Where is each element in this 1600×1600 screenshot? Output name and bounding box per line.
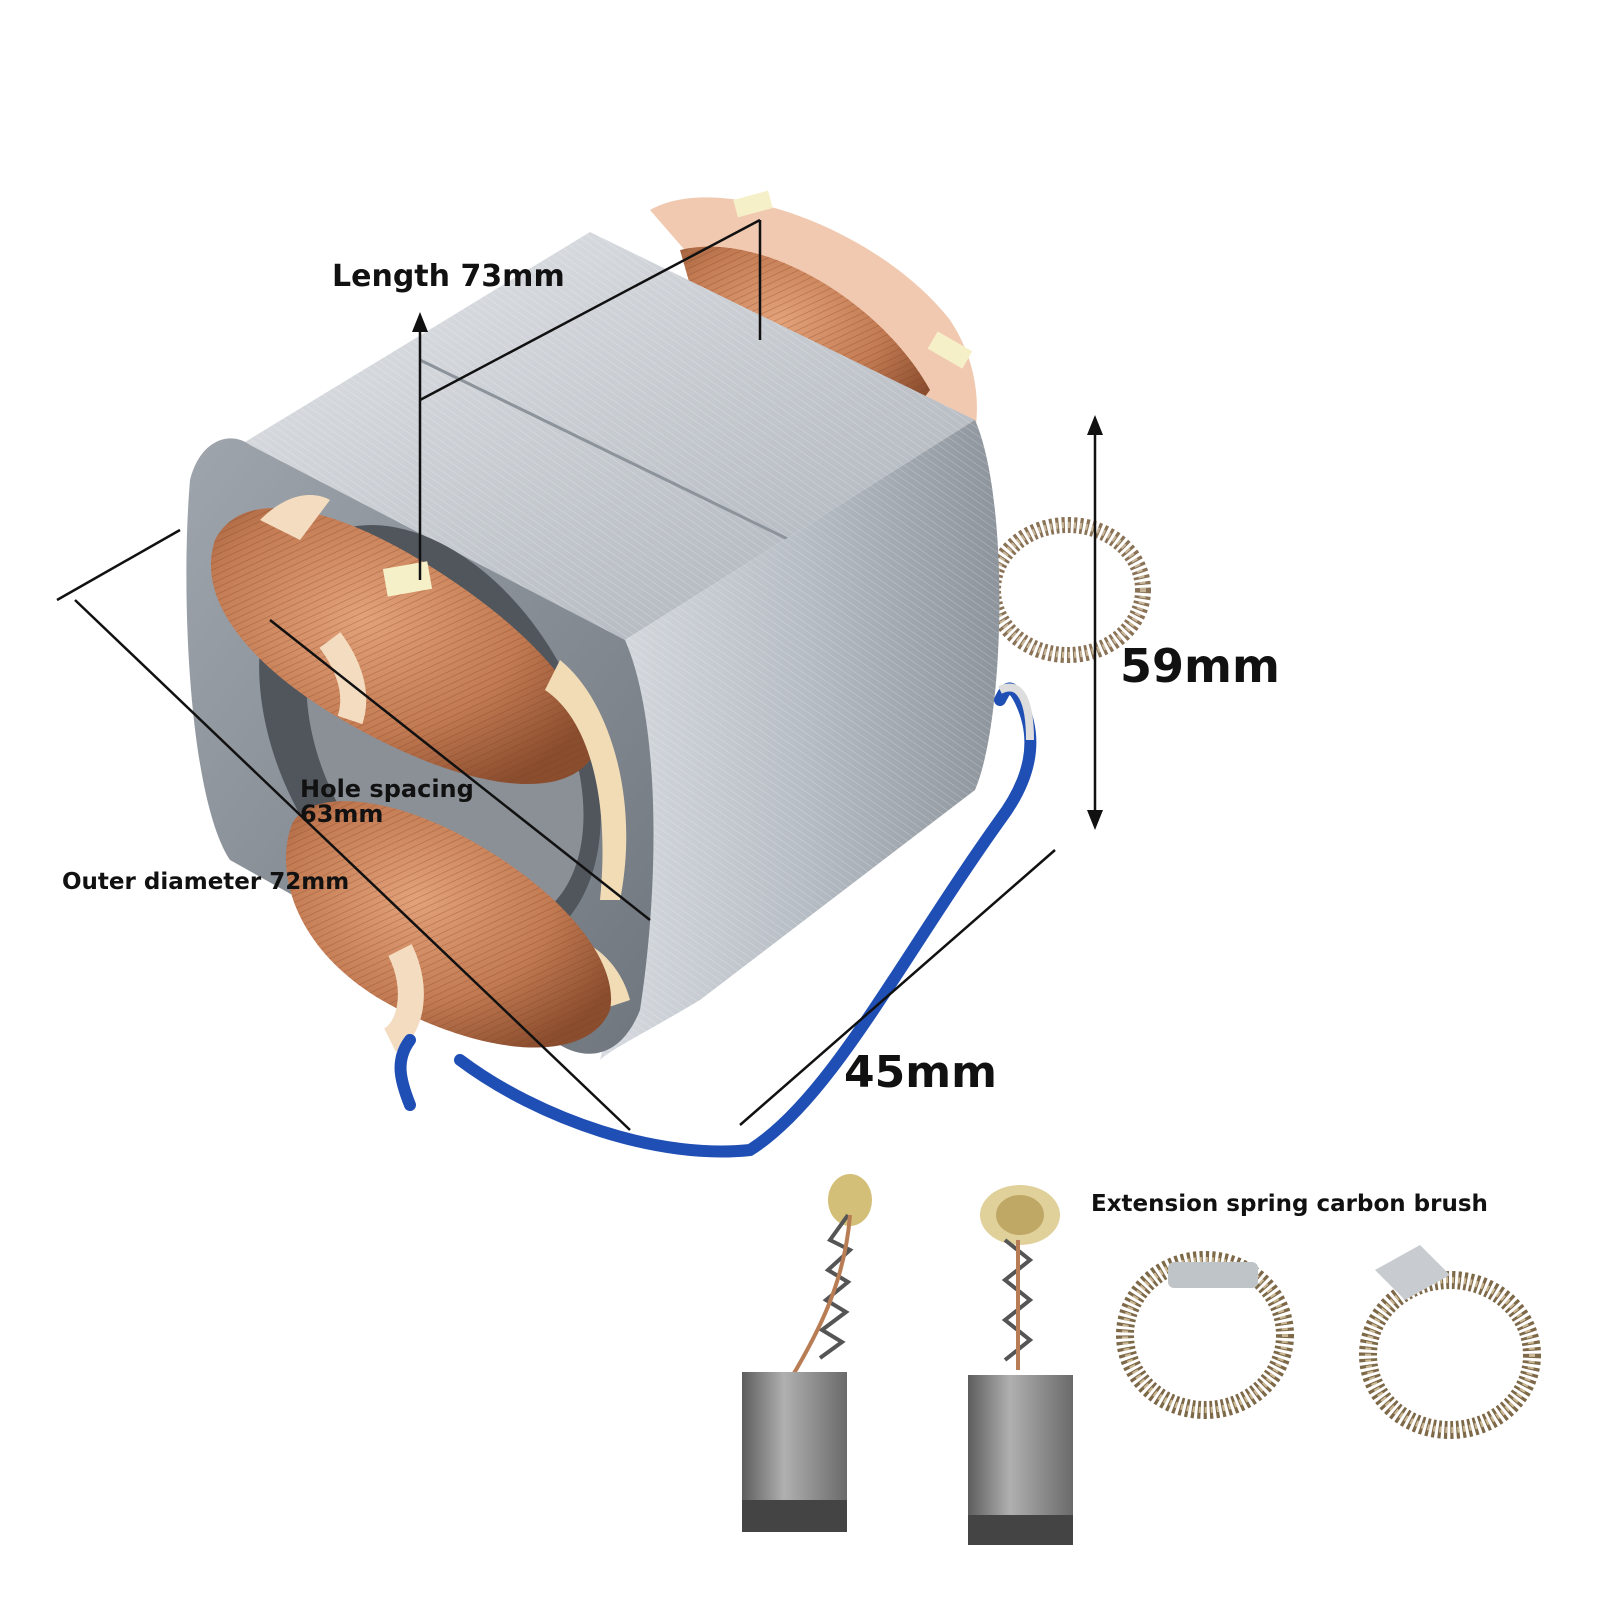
hole-spacing-label: Hole spacing 63mm xyxy=(300,775,474,829)
hole-spacing-dimension-line xyxy=(269,619,651,921)
copper-field-coil-lower xyxy=(285,801,612,1052)
depth-dimension-line xyxy=(739,849,1056,1126)
outer-diameter-dimension-line xyxy=(74,599,631,1131)
depth-label: 45mm xyxy=(844,1047,997,1098)
dimension-lines xyxy=(56,218,1103,1131)
height-label: 59mm xyxy=(1120,639,1280,693)
carbon-brush-2 xyxy=(968,1185,1073,1545)
accessory-label: Extension spring carbon brush xyxy=(1091,1191,1488,1217)
length-label: Length 73mm xyxy=(332,259,565,294)
copper-field-coil-upper xyxy=(210,495,591,784)
loose-spring xyxy=(985,517,1151,663)
extension-spring-2 xyxy=(1359,1245,1541,1439)
blue-lead-wire xyxy=(394,682,1037,1158)
outer-diameter-label: Outer diameter 72mm xyxy=(62,869,350,895)
carbon-brush-1 xyxy=(742,1174,872,1532)
extension-spring-1 xyxy=(1116,1251,1294,1419)
